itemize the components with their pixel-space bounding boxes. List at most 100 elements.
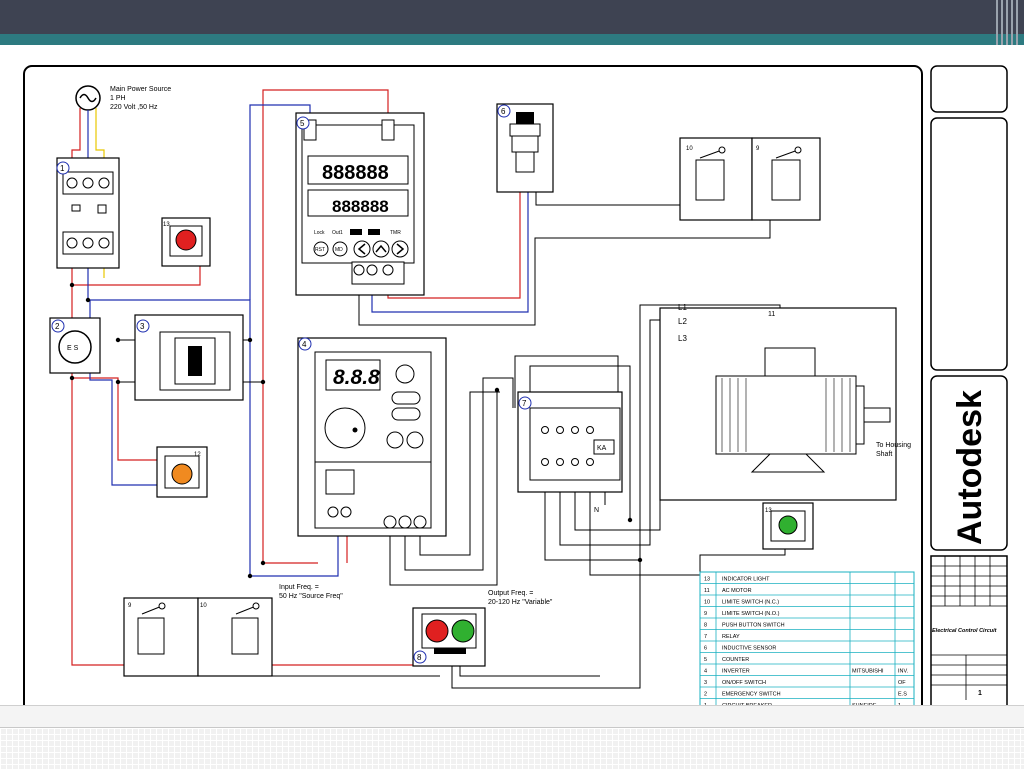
bom-cell-desc: INDUCTIVE SENSOR xyxy=(722,646,776,652)
bom-cell-no: 11 xyxy=(704,588,710,594)
input-freq-value: 50 Hz "Source Freq" xyxy=(279,593,343,600)
bom-cell-code: OF xyxy=(898,680,906,686)
bom-cell-no: 6 xyxy=(704,646,707,652)
counter-label-out: Out1 xyxy=(332,230,343,236)
switch-number: 3 xyxy=(140,322,145,331)
indicator-green-number: 13 xyxy=(765,508,772,514)
title-block-top xyxy=(930,65,1008,113)
limit-switch-nc-top: 10 xyxy=(679,137,753,221)
sheet-number: 1 xyxy=(978,690,982,697)
on-off-switch: 3 xyxy=(134,314,244,401)
autodesk-logo: Autodesk xyxy=(951,390,989,545)
counter-display-bottom: 888888 xyxy=(332,197,389,216)
indicator-orange-number: 12 xyxy=(194,452,201,458)
bom-cell-maker: SHNEIDE xyxy=(852,703,877,705)
line-l3-label: L3 xyxy=(678,334,687,343)
line-l1-label: L1 xyxy=(678,303,687,312)
bom-cell-code: 1 xyxy=(898,703,901,705)
motor-number: 11 xyxy=(768,311,775,318)
counter-label-lock: Lock xyxy=(314,230,325,236)
sensor-number: 6 xyxy=(501,107,506,116)
counter-rst-key: RST xyxy=(315,247,325,253)
bom-cell-no: 2 xyxy=(704,692,707,698)
up-arrow-icon xyxy=(375,244,387,253)
bom-cell-code: E.S xyxy=(898,692,907,698)
indicator-light-orange: 12 xyxy=(156,446,208,498)
bom-cell-no: 3 xyxy=(704,680,707,686)
bom-cell-no: 7 xyxy=(704,634,707,640)
bom-cell-desc: LIMITE SWITCH (N.O.) xyxy=(722,611,780,617)
line-l2-label: L2 xyxy=(678,317,687,326)
bottom-switch-no-number: 9 xyxy=(128,603,132,609)
left-arrow-icon xyxy=(357,243,366,255)
circuit-breaker: 1 xyxy=(56,157,120,269)
shaft-label: Shaft xyxy=(876,451,892,458)
breaker-number: 1 xyxy=(60,164,65,173)
bom-cell-desc: ON/OFF SWITCH xyxy=(722,680,766,686)
bom-cell-desc: COUNTER xyxy=(722,657,749,663)
bom-cell-no: 4 xyxy=(704,669,707,675)
bom-cell-desc: AC MOTOR xyxy=(722,588,752,594)
neutral-label: N xyxy=(594,507,599,514)
bom-cell-no: 5 xyxy=(704,657,707,663)
bom-cell-desc: PUSH BUTTON SWITCH xyxy=(722,623,785,629)
counter-display-top: 888888 xyxy=(322,162,389,184)
drawing-title: Electrical Control Circuit xyxy=(932,628,998,634)
indicator-light-red: 13 xyxy=(161,217,211,267)
slide-header-bar xyxy=(0,0,1024,34)
push-button-switch: 8 xyxy=(412,607,486,667)
slide-footer-band xyxy=(0,705,1024,729)
bom-cell-desc: CIRCUIT BREAKER xyxy=(722,703,772,705)
inductive-sensor: 6 xyxy=(496,103,554,193)
relay: KA 7 N xyxy=(517,391,623,514)
output-freq-label: Output Freq. = xyxy=(488,590,533,597)
bom-cell-maker: MITSUBISHI xyxy=(852,669,884,675)
title-block-middle xyxy=(930,117,1008,371)
counter-number: 5 xyxy=(300,119,305,128)
indicator-red-number: 13 xyxy=(163,222,170,228)
inverter-number: 4 xyxy=(302,340,307,349)
title-block-grid xyxy=(931,556,1007,700)
limit-switch-nc-number: 10 xyxy=(686,146,693,152)
power-voltage-label: 220 Volt ,50 Hz xyxy=(110,104,158,111)
slide-footer-pattern xyxy=(0,727,1024,769)
inverter-display: 8.8.8 xyxy=(333,366,380,389)
limit-switch-nc-bottom: 10 xyxy=(197,597,273,677)
right-arrow-icon xyxy=(396,243,405,255)
input-freq-label: Input Freq. = xyxy=(279,584,319,591)
bom-cell-desc: INDICATOR LIGHT xyxy=(722,577,770,583)
bom-cell-desc: RELAY xyxy=(722,634,740,640)
power-phase-label: 1 PH xyxy=(110,95,126,102)
bom-cell-no: 9 xyxy=(704,611,707,617)
bom-cell-no: 8 xyxy=(704,623,707,629)
bom-cell-desc: EMERGENCY SWITCH xyxy=(722,692,781,698)
bom-cell-desc: LIMITE SWITCH (N.C.) xyxy=(722,600,779,606)
ac-motor: 11 L1 L2 L3 To Housing Shaft xyxy=(659,303,911,501)
bom-cell-no: 1 xyxy=(704,703,707,705)
bom-cell-no: 13 xyxy=(704,577,710,583)
output-freq-value: 20-120 Hz "Variable" xyxy=(488,599,553,606)
limit-switch-no-top: 9 xyxy=(751,137,821,221)
relay-label: KA xyxy=(597,445,607,452)
title-block-brand xyxy=(930,375,1008,551)
emergency-number: 2 xyxy=(55,322,60,331)
slide-header-accent xyxy=(0,34,1024,45)
counter-label-tmr: TMR xyxy=(390,230,401,236)
title-block-table xyxy=(930,555,1008,705)
limit-switch-no-number: 9 xyxy=(756,146,760,152)
electrical-schematic: Autodesk Electrical Control Circuit 1 Ma… xyxy=(23,65,1008,705)
bom-cell-no: 10 xyxy=(704,600,710,606)
header-stripes-decoration xyxy=(996,0,1018,45)
counter-md-key: MD xyxy=(335,247,343,253)
emergency-switch-label: E S xyxy=(67,345,79,352)
limit-switch-no-bottom: 9 xyxy=(123,597,199,677)
indicator-light-green: 13 xyxy=(762,502,814,550)
bottom-switch-nc-number: 10 xyxy=(200,603,207,609)
wire-junctions xyxy=(69,282,643,579)
housing-label: To Housing xyxy=(876,442,911,449)
counter: 888888 888888 Lock Out1 TMR RST MD 5 xyxy=(295,112,425,296)
bom-cell-desc: INVERTER xyxy=(722,669,750,675)
inverter: 8.8.8 4 xyxy=(297,337,447,537)
emergency-switch: E S 2 xyxy=(49,317,101,374)
